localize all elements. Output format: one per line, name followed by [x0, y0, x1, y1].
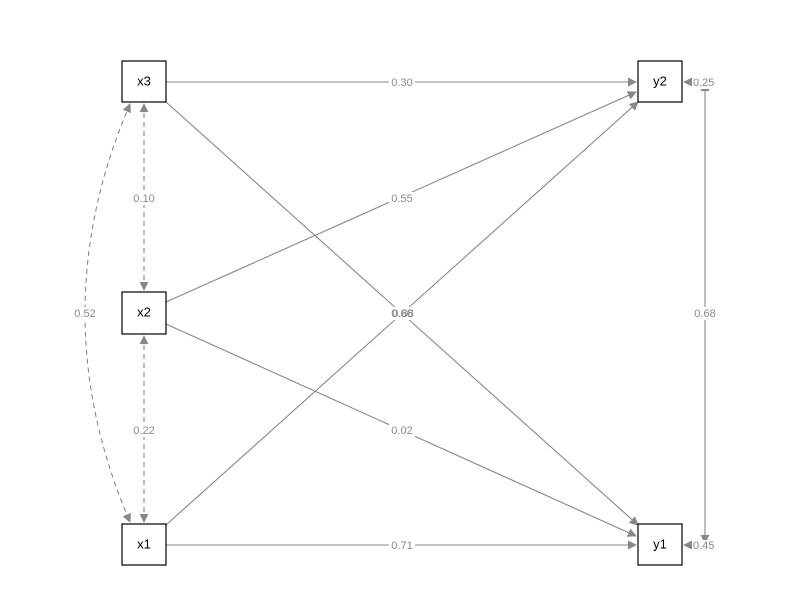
node-x3: x3 [121, 60, 167, 103]
node-y1-label: y1 [653, 536, 667, 551]
node-y2-label: y2 [653, 73, 667, 88]
path-x2-y2-label-bg [389, 192, 415, 205]
node-x1-box [121, 523, 167, 566]
cov-x2-x1-label-bg [130, 424, 158, 437]
cov-x3-x2-label-group: 0.10 [130, 192, 158, 205]
cov-x3-x1-curve [84, 103, 131, 523]
node-x2-label: x2 [137, 304, 151, 319]
node-y2: y2 [637, 60, 683, 103]
cov-x3-x2-label: 0.10 [133, 193, 154, 205]
cov-x3-x1-label: 0.52 [74, 308, 95, 320]
cov-y2-y1-label: 0.68 [694, 308, 715, 320]
residual-arrows [683, 77, 693, 550]
path-x1-y1-label-bg [389, 539, 415, 552]
cov-x3-x1-label-group: 0.52 [71, 307, 99, 320]
node-x2: x2 [121, 291, 167, 335]
resid-y2-label-bg [692, 77, 716, 89]
resid-y1-label-bg [692, 540, 716, 552]
path-x1-y1-label-group: 0.71 [389, 539, 415, 552]
edge-labels: 0.30 0.55 0.66 0.88 0.02 0.71 0.10 0.22 [71, 76, 719, 552]
path-x3-y2-label-group: 0.30 [389, 76, 415, 89]
node-y2-box [637, 60, 683, 103]
path-crossing-label-group: 0.66 0.88 [389, 307, 415, 320]
path-x1-y1-label: 0.71 [391, 540, 412, 552]
resid-y2-label-group: 0.25 [692, 77, 716, 89]
path-crossing-label-bg [389, 307, 415, 320]
resid-y1-label: 0.45 [693, 540, 714, 552]
cov-x3-x1-label-bg [71, 307, 99, 320]
cov-y2-y1-label-group: 0.68 [691, 307, 719, 320]
path-x2-y2-label-group: 0.55 [389, 192, 415, 205]
node-x1: x1 [121, 523, 167, 566]
cov-y2-y1-label-bg [691, 307, 719, 320]
path-x3-y2-label-bg [389, 76, 415, 89]
path-x3-y2-label: 0.30 [391, 77, 412, 89]
path-x2-y1-label-group: 0.02 [389, 424, 415, 437]
node-y1: y1 [637, 523, 683, 566]
cov-x2-x1-label-group: 0.22 [130, 424, 158, 437]
resid-y2-label: 0.25 [693, 77, 714, 89]
cov-x2-x1-label: 0.22 [133, 425, 154, 437]
node-x3-label: x3 [137, 73, 151, 88]
path-x1-y2-label: 0.66 [391, 308, 412, 320]
path-x2-y2-label: 0.55 [391, 193, 412, 205]
node-x1-label: x1 [137, 536, 151, 551]
path-x2-y1-label: 0.02 [391, 425, 412, 437]
node-y1-box [637, 523, 683, 566]
node-x2-box [121, 291, 167, 335]
cov-x3-x2-label-bg [130, 192, 158, 205]
node-x3-box [121, 60, 167, 103]
resid-y1-label-group: 0.45 [692, 540, 716, 552]
path-x3-y1-label: 0.88 [392, 308, 413, 320]
path-x2-y1-label-bg [389, 424, 415, 437]
